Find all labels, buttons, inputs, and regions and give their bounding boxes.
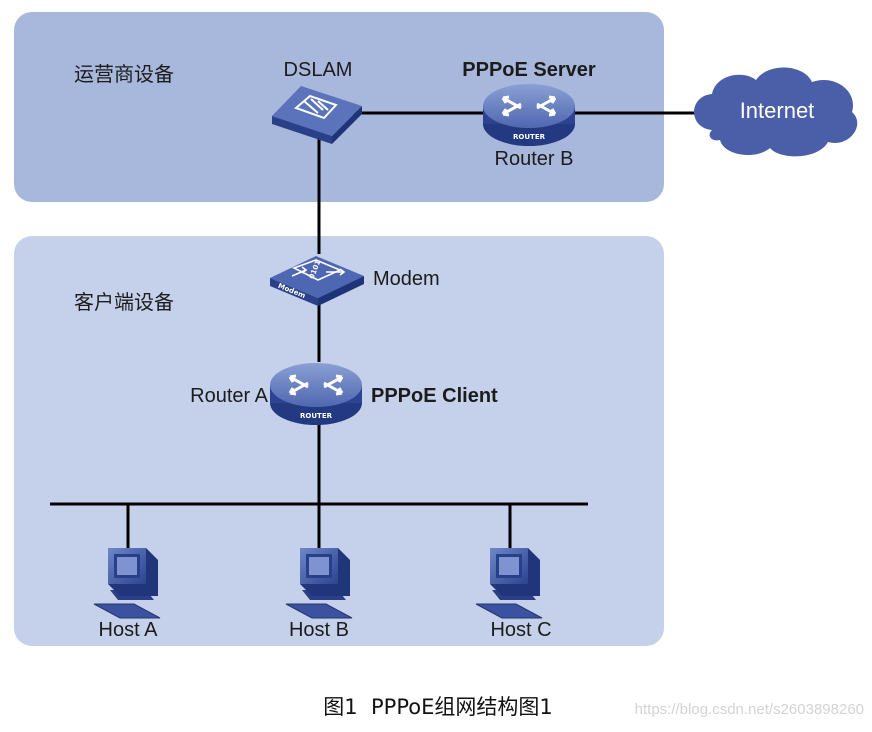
router-b-role: PPPoE Server (462, 59, 596, 81)
watermark: https://blog.csdn.net/s2603898260 (635, 701, 864, 718)
modem-icon: 0101 Modem (270, 256, 364, 306)
host-c-label: Host C (490, 619, 551, 641)
router-b-badge: ROUTER (513, 133, 546, 141)
dslam-label: DSLAM (284, 59, 353, 81)
router-a-role: PPPoE Client (371, 385, 498, 407)
figure-caption: 图1 PPPoE组网结构图1 (323, 695, 552, 719)
host-a-label: Host A (99, 619, 159, 641)
internet-label: Internet (740, 98, 815, 123)
customer-zone-label: 客户端设备 (74, 290, 174, 314)
modem-label: Modem (373, 268, 440, 290)
operator-zone-label: 运营商设备 (74, 62, 174, 86)
router-b-icon: ROUTER (481, 82, 577, 148)
customer-zone (14, 236, 664, 646)
host-b-label: Host B (289, 619, 349, 641)
router-b-label: Router B (495, 148, 574, 170)
dslam-icon (272, 86, 362, 144)
router-a-badge: ROUTER (300, 412, 333, 420)
router-a-icon: ROUTER (268, 361, 364, 427)
router-a-label: Router A (190, 385, 268, 407)
internet-cloud-icon (694, 67, 858, 157)
network-links (50, 111, 698, 548)
